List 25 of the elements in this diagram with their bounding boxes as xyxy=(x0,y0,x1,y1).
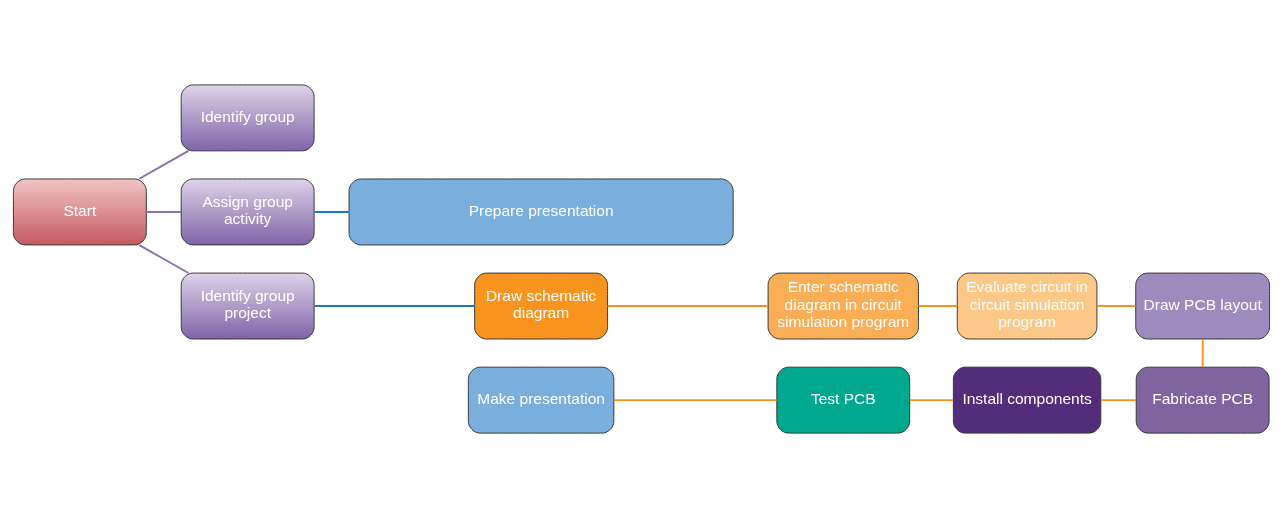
connector xyxy=(313,305,476,308)
node-box: Make presentation xyxy=(467,366,615,434)
node-box: Assign group activity xyxy=(180,178,315,246)
connector xyxy=(1095,305,1137,308)
node-box: Prepare presentation xyxy=(348,178,734,246)
connector xyxy=(138,244,190,274)
node-box: Fabricate PCB xyxy=(1135,366,1270,434)
connector xyxy=(313,211,350,213)
connector xyxy=(145,211,183,213)
connector xyxy=(1201,338,1204,369)
node-box: Start xyxy=(12,178,147,246)
connector xyxy=(908,399,955,402)
node-box: Evaluate circuit in circuit simulation program xyxy=(956,272,1098,340)
node-box: Enter schematic diagram in circuit simulation program xyxy=(767,272,919,340)
node-box: Draw schematic diagram xyxy=(474,272,609,340)
node-box: Test PCB xyxy=(776,366,911,434)
connector xyxy=(1099,399,1138,402)
connector xyxy=(917,305,959,308)
connector xyxy=(606,305,769,308)
node-box: Install components xyxy=(952,366,1102,434)
node-box: Draw PCB layout xyxy=(1135,272,1271,340)
node-box: Identify group project xyxy=(180,272,315,340)
connector xyxy=(613,399,778,402)
node-box: Identify group xyxy=(180,84,315,152)
connector xyxy=(138,149,190,180)
